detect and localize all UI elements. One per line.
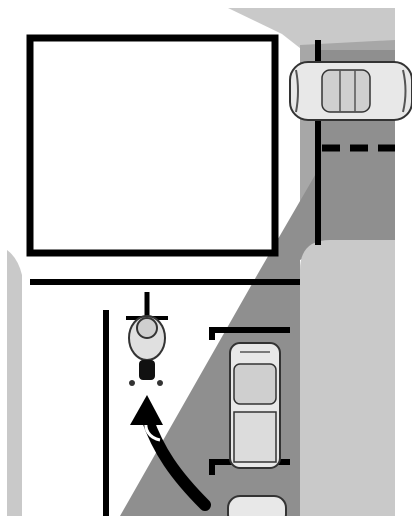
motorcycle-rider-top-view [126,292,168,386]
sidewalk-left [7,250,22,516]
sidewalk-top-right [228,8,395,52]
parking-bracket-upper [209,327,290,340]
sidewalk-bottom-right [300,240,395,516]
sedan-top-view [289,61,412,121]
pickup-top-view [229,342,281,469]
vehicle-partial-bottom [227,495,287,516]
curved-arrow [130,395,211,511]
building [26,34,279,257]
